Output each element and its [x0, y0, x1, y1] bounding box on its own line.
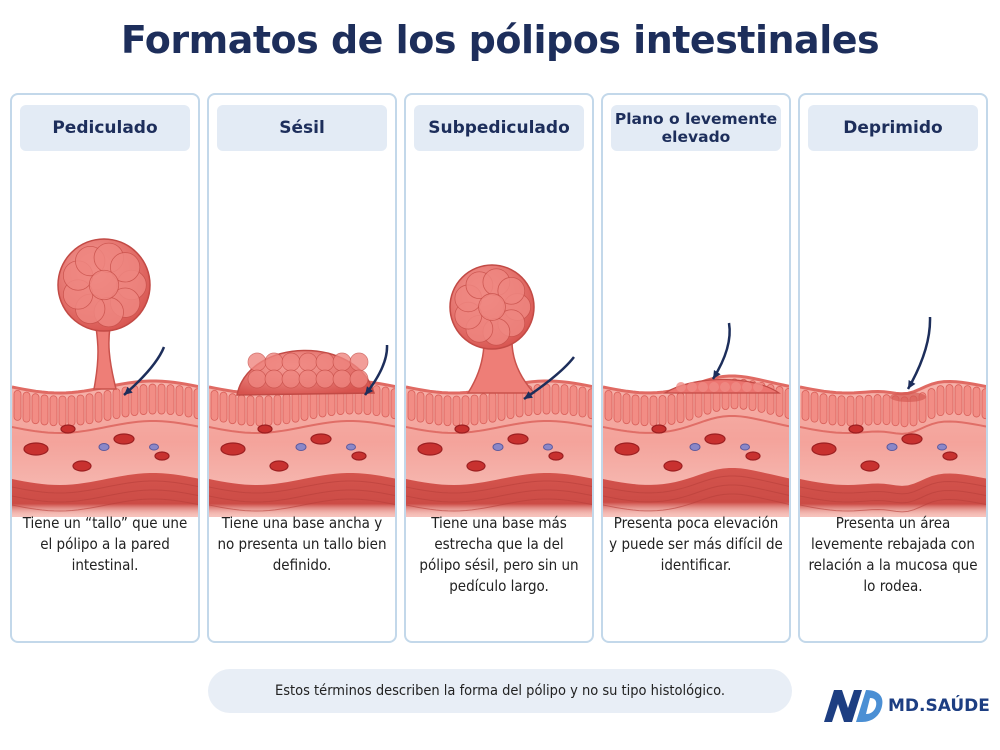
footer-note: Estos términos describen la forma del pó…: [208, 669, 792, 713]
plano-illustration: [603, 322, 789, 517]
panel-header-plano-line2: elevado: [661, 128, 731, 146]
panel-description-subpediculado: Tiene una base más estrecha que la del p…: [419, 514, 579, 595]
panel-deprimido: Deprimido Presenta un área levemente reb…: [798, 93, 988, 643]
page-title: Formatos de los pólipos intestinales: [120, 18, 880, 62]
pointer-arrow: [123, 346, 166, 396]
polyp-head: [57, 238, 151, 332]
pointer-arrow: [906, 316, 932, 390]
brand-name: MD.SAÚDE: [888, 696, 990, 716]
panel-description-deprimido: Presenta un área levemente rebajada con …: [808, 514, 978, 595]
panel-description-pediculado: Tiene un “tallo” que une el pólipo a la …: [22, 514, 188, 574]
panel-header-plano-line1: Plano o levemente: [614, 110, 778, 128]
polyp-stalk: [93, 326, 117, 390]
polyp-head: [449, 264, 535, 350]
panel-header-sesil: Sésil: [217, 105, 387, 151]
panel-description-plano: Presenta poca elevación y puede ser más …: [609, 514, 783, 574]
panel-header-subpediculado: Subpediculado: [414, 105, 584, 151]
deprimido-illustration: [800, 316, 986, 517]
subpediculado-illustration: [406, 264, 592, 517]
depression-area: [890, 392, 926, 402]
pointer-arrow: [711, 322, 731, 380]
epithelium-layer: [407, 383, 592, 427]
pointer-arrow: [364, 344, 389, 396]
pediculado-illustration: [12, 238, 198, 517]
panel-subpediculado: Subpediculado Tiene una base más estrech…: [404, 93, 594, 643]
panel-pediculado: Pediculado Tiene un “tallo” que une el p…: [10, 93, 200, 643]
pointer-arrow: [523, 356, 575, 401]
md-logo-icon: [824, 690, 883, 722]
sesil-illustration: [209, 344, 395, 517]
polyp-dome: [236, 349, 375, 396]
polyp-stalk: [466, 340, 536, 394]
brand-logo: MD.SAÚDE: [822, 686, 992, 726]
epithelium-layer: [13, 383, 198, 427]
panel-header-pediculado: Pediculado: [20, 105, 190, 151]
panel-header-deprimido: Deprimido: [808, 105, 978, 151]
polyp-flat: [662, 378, 781, 394]
panel-sesil: Sésil Tiene una base ancha y no presenta…: [207, 93, 397, 643]
epithelium-layer: [801, 384, 986, 428]
panel-description-sesil: Tiene una base ancha y no presenta un ta…: [217, 514, 387, 574]
